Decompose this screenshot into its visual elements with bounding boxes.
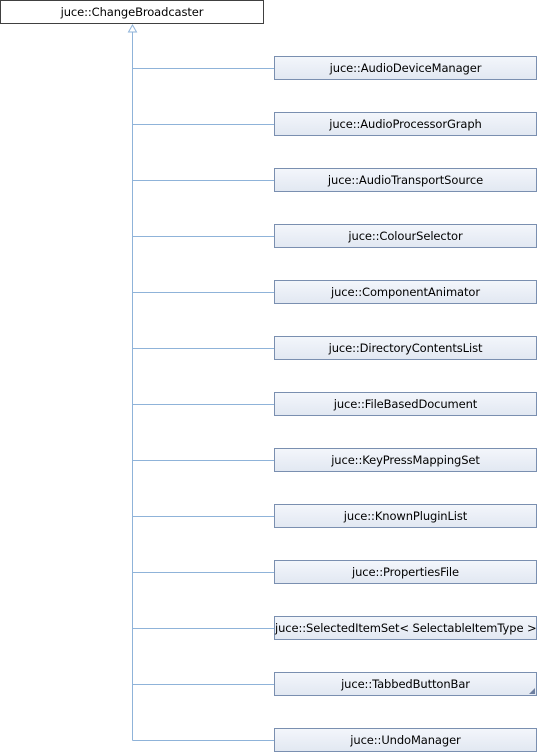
node-key-press-mapping-set[interactable]: juce::KeyPressMappingSet (274, 448, 537, 472)
node-undo-manager[interactable]: juce::UndoManager (274, 728, 537, 752)
node-audio-transport-source[interactable]: juce::AudioTransportSource (274, 168, 537, 192)
node-selected-item-set[interactable]: juce::SelectedItemSet< SelectableItemTyp… (274, 616, 537, 640)
node-tabbed-button-bar[interactable]: juce::TabbedButtonBar (274, 672, 537, 696)
node-audio-device-manager[interactable]: juce::AudioDeviceManager (274, 56, 537, 80)
node-colour-selector[interactable]: juce::ColourSelector (274, 224, 537, 248)
truncated-marker-icon (529, 688, 535, 694)
node-properties-file[interactable]: juce::PropertiesFile (274, 560, 537, 584)
node-tabbed-button-bar-label: juce::TabbedButtonBar (341, 677, 470, 691)
node-file-based-document[interactable]: juce::FileBasedDocument (274, 392, 537, 416)
node-known-plugin-list[interactable]: juce::KnownPluginList (274, 504, 537, 528)
node-directory-contents-list[interactable]: juce::DirectoryContentsList (274, 336, 537, 360)
node-component-animator[interactable]: juce::ComponentAnimator (274, 280, 537, 304)
node-change-broadcaster[interactable]: juce::ChangeBroadcaster (0, 0, 264, 24)
node-audio-processor-graph[interactable]: juce::AudioProcessorGraph (274, 112, 537, 136)
inheritance-arrowhead-icon (127, 23, 138, 33)
